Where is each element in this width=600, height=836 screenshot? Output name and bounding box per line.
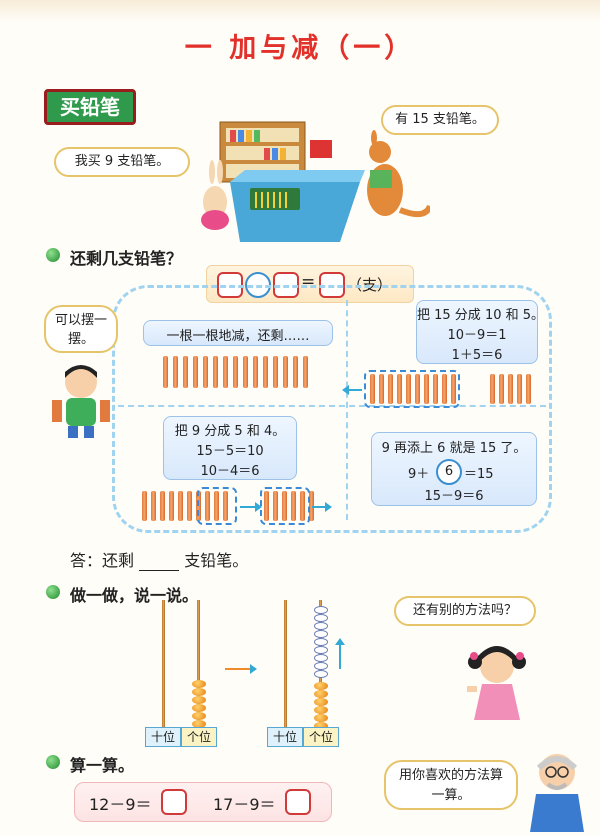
girl-illustration — [467, 646, 526, 720]
method-card-1: 一根一根地减，还剩…… — [143, 320, 333, 346]
method-3-line-2: 15－5＝10 — [196, 444, 264, 459]
answer-blank[interactable] — [139, 554, 180, 571]
sticks-ten — [370, 374, 460, 404]
answer-prefix: 答：还剩 — [70, 551, 135, 570]
method-4-line-2-a: 9＋ — [408, 467, 430, 482]
method-card-2: 把 15 分成 10 和 5。 10－9＝1 1＋5＝6 — [416, 300, 545, 364]
sticks-five — [490, 374, 535, 404]
arrow-left-icon — [342, 385, 362, 395]
lesson-tag: 买铅笔 — [44, 89, 136, 125]
boy-illustration — [52, 365, 110, 438]
method-4-line-1: 9 再添上 6 就是 15 了。 — [381, 441, 527, 456]
speech-bubble-boy: 可以摆一摆。 — [44, 305, 118, 353]
speech-bubble-kangaroo: 有 15 支铅笔。 — [381, 105, 499, 135]
arrow-up-icon — [335, 638, 345, 669]
sticks-second-group — [264, 491, 324, 521]
group-of-ten — [364, 370, 460, 408]
expr-1: 12－9＝ — [89, 795, 152, 814]
chapter-title: 一 加与减（一） — [184, 33, 416, 64]
group-of-four — [260, 487, 310, 525]
speech-bubble-grandpa: 用你喜欢的方法算一算。 — [384, 760, 518, 810]
arrow-right-icon — [312, 502, 332, 512]
speech-bubble-rabbit: 我买 9 支铅笔。 — [54, 147, 190, 177]
shop-illustration — [201, 121, 433, 242]
bullet-dot-icon — [46, 585, 60, 599]
method-2-line-3: 1＋5＝6 — [451, 348, 503, 363]
answer-box[interactable] — [161, 789, 187, 815]
method-2-line-2: 10－9＝1 — [447, 328, 507, 343]
answer-line: 答：还剩 支铅笔。 — [70, 547, 330, 571]
girl-figure — [462, 640, 532, 726]
highlight-number: 6 — [444, 464, 454, 479]
abacus-after: 十位 个位 — [262, 600, 342, 750]
method-2-line-1: 把 15 分成 10 和 5。 — [417, 308, 545, 323]
boy-figure — [46, 360, 116, 440]
ones-label: 个位 — [303, 727, 339, 747]
method-card-4: 9 再添上 6 就是 15 了。 9＋ 6 ＝15 15－9＝6 — [371, 432, 537, 506]
divider-horizontal — [118, 405, 546, 407]
speech-bubble-grandpa-text: 用你喜欢的方法算一算。 — [398, 768, 503, 803]
section-q2: 做一做，说一说。 — [46, 582, 246, 605]
header-band — [0, 0, 600, 22]
arrow-right-icon — [225, 664, 257, 674]
tens-label: 十位 — [145, 727, 181, 747]
bullet-dot-icon — [46, 755, 60, 769]
section-q2-heading: 做一做，说一说。 — [70, 586, 199, 605]
answer-box[interactable] — [285, 789, 311, 815]
section-q3: 算一算。 — [46, 752, 246, 775]
section-q1-heading: 还剩几支铅笔？ — [70, 249, 183, 268]
highlight-circle: 6 — [436, 459, 462, 485]
method-4-line-3: 15－9＝6 — [424, 489, 484, 504]
ones-label: 个位 — [181, 727, 217, 747]
section-q3-heading: 算一算。 — [70, 756, 135, 775]
grandpa-illustration — [530, 754, 584, 832]
method-card-3: 把 9 分成 5 和 4。 15－5＝10 10－4＝6 — [163, 416, 297, 480]
speech-bubble-girl: 还有别的方法吗？ — [394, 596, 536, 626]
sticks-15 — [163, 356, 313, 388]
answer-suffix: 支铅笔。 — [184, 551, 249, 570]
method-1-text: 一根一根地减，还剩…… — [166, 329, 310, 344]
divider-vertical — [346, 300, 348, 520]
speech-bubble-boy-text: 可以摆一摆。 — [54, 313, 107, 347]
group-of-five — [197, 487, 237, 525]
method-4-line-2-b: ＝15 — [464, 467, 494, 482]
bullet-dot-icon — [46, 248, 60, 262]
tens-label: 十位 — [267, 727, 303, 747]
grandpa-figure — [522, 744, 592, 832]
method-3-line-3: 10－4＝6 — [200, 464, 260, 479]
shop-scene — [190, 110, 433, 250]
expr-2: 17－9＝ — [213, 795, 276, 814]
methods-panel — [112, 285, 552, 533]
section-q1: 还剩几支铅笔？ — [46, 245, 246, 268]
abacus-before: 十位 个位 — [140, 600, 220, 750]
method-3-line-1: 把 9 分成 5 和 4。 — [174, 424, 286, 439]
arrow-right-icon — [240, 502, 262, 512]
calc-bar: 12－9＝ 17－9＝ — [74, 782, 332, 822]
